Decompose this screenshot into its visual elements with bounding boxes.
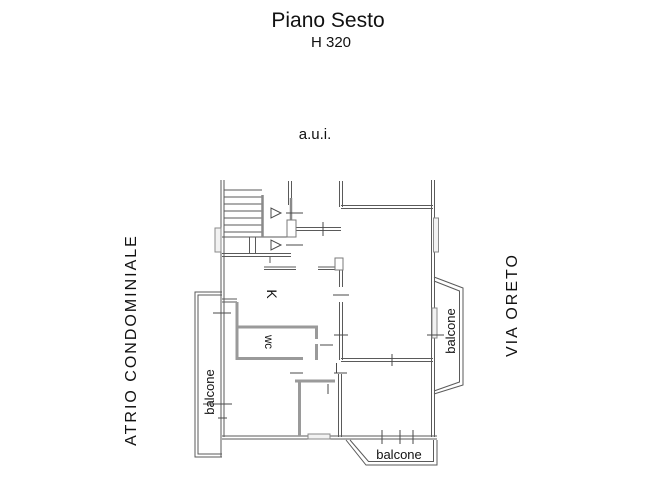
kitchen-label: K [264, 289, 280, 299]
pilasters [286, 219, 344, 271]
balcony-bottom-outline [345, 439, 438, 466]
interior-thick-walls [235, 302, 335, 436]
dimension-ticks [203, 222, 444, 444]
windows [214, 217, 439, 440]
door-opening-marks [286, 212, 349, 394]
balcony-left-outline [194, 291, 222, 458]
balcone-bottom-label: balcone [376, 447, 422, 462]
outer-walls [220, 180, 437, 457]
window-symbol [214, 227, 222, 253]
balcone-right-label: balcone [443, 308, 458, 354]
window-symbol [307, 433, 331, 440]
balcony-right-outline [433, 276, 464, 395]
stairs [224, 189, 293, 254]
floor-title: Piano Sesto [271, 9, 384, 32]
via-oreto-label: VIA ORETO [504, 253, 521, 357]
aui-area-label: a.u.i. [299, 126, 332, 143]
balcone-left-label: balcone [202, 369, 217, 415]
floor-height-label: H 320 [311, 34, 351, 51]
door-swing-symbols [270, 207, 283, 251]
door-triangle-icon [270, 207, 283, 219]
door-triangle-icon [270, 239, 283, 251]
atrio-condominiale-label: ATRIO CONDOMINIALE [123, 234, 140, 446]
window-symbol [433, 217, 439, 253]
window-symbol [431, 307, 438, 339]
wc-label: wc [262, 334, 274, 349]
